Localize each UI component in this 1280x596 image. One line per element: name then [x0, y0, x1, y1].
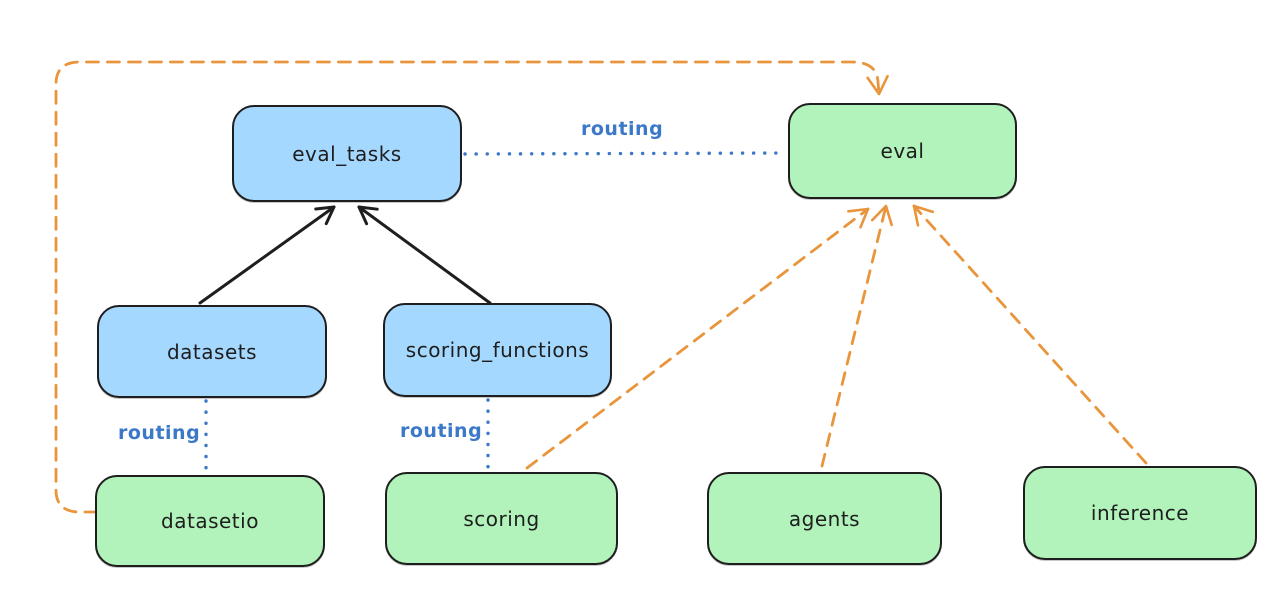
edge-scoring_functions-eval_tasks [357, 205, 492, 305]
node-eval_tasks-label: eval_tasks [292, 141, 402, 166]
edge-agents-eval [820, 204, 893, 468]
node-eval_tasks: eval_tasks [232, 105, 462, 202]
node-datasets-label: datasets [166, 339, 258, 364]
node-datasetio-label: datasetio [161, 509, 259, 533]
edge-label-routing-datasets-datasetio: routing [118, 422, 201, 444]
edge-scoring-eval [525, 207, 870, 470]
edge-datasetio-eval [54, 60, 889, 514]
node-eval: eval [788, 103, 1017, 199]
node-scoring: scoring [385, 472, 618, 565]
node-scoring-label: scoring [463, 506, 540, 531]
node-eval-label: eval [880, 139, 925, 163]
edge-label-routing-scoring_functions-scoring: routing [400, 420, 483, 442]
node-scoring_functions: scoring_functions [383, 303, 612, 397]
edge-label-routing-eval_tasks-eval: routing [581, 118, 664, 140]
node-inference: inference [1023, 466, 1257, 560]
edge-datasets-eval_tasks [198, 205, 336, 305]
node-agents: agents [707, 472, 942, 565]
node-scoring_functions-label: scoring_functions [405, 338, 590, 362]
node-inference-label: inference [1090, 501, 1190, 525]
node-agents-label: agents [788, 506, 861, 531]
node-datasetio: datasetio [95, 475, 325, 567]
node-datasets: datasets [97, 305, 327, 398]
edge-inference-eval [912, 204, 1148, 465]
edge-eval_tasks-eval [463, 151, 788, 156]
